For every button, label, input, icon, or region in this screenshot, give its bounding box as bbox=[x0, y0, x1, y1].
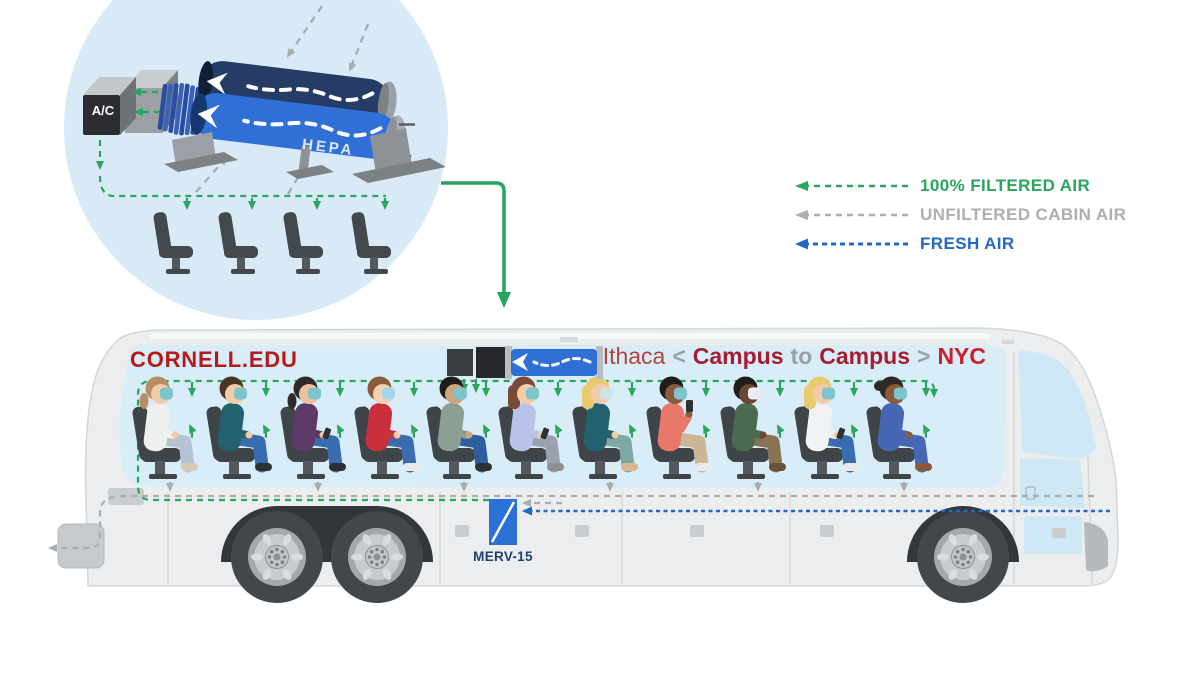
inset-supply-duct bbox=[96, 140, 389, 210]
legend-label-unfiltered-air: UNFILTERED CABIN AIR bbox=[920, 205, 1127, 224]
fresh-air-arrow-icon bbox=[795, 238, 908, 250]
bay-handles bbox=[108, 488, 1066, 538]
inset-seat bbox=[218, 212, 258, 274]
wheel bbox=[231, 511, 323, 603]
legend: 100% FILTERED AIR UNFILTERED CABIN AIR F… bbox=[792, 176, 1126, 254]
passenger-seat-group bbox=[426, 376, 492, 479]
door-handle bbox=[1025, 486, 1036, 500]
passenger-seat-group bbox=[498, 376, 564, 479]
door-window bbox=[1020, 458, 1085, 508]
route-separator-left: < bbox=[672, 343, 686, 369]
legend-label-filtered-air: 100% FILTERED AIR bbox=[920, 176, 1091, 195]
route-origin: Ithaca bbox=[602, 343, 666, 369]
passenger-seat-group bbox=[354, 376, 420, 479]
ac-unit-label: A/C bbox=[91, 103, 115, 118]
front-skirt bbox=[1084, 522, 1108, 572]
route-campus-right: Campus bbox=[819, 343, 910, 369]
merv-filter-label: MERV-15 bbox=[473, 549, 533, 564]
merv-filter bbox=[489, 499, 517, 545]
ac-unit bbox=[83, 77, 136, 135]
route-separator-right: > bbox=[917, 343, 931, 369]
inset-seat bbox=[283, 212, 323, 274]
passenger-seat-group bbox=[280, 376, 346, 479]
roof-vent bbox=[560, 337, 578, 342]
inset-seats bbox=[153, 212, 391, 274]
unfiltered-air-arrow-icon bbox=[795, 210, 908, 220]
bus-brand-text: CORNELL.EDU bbox=[130, 347, 298, 372]
bus bbox=[48, 327, 1119, 603]
inset-seat bbox=[351, 212, 391, 274]
windshield bbox=[1018, 350, 1096, 459]
air-system-inset bbox=[64, 0, 448, 320]
hepa-cylinder bbox=[190, 93, 416, 162]
passenger-rows bbox=[132, 376, 932, 479]
passenger-seat-group bbox=[572, 376, 638, 479]
passenger-seat-group bbox=[794, 376, 860, 479]
underfloor-ducts bbox=[48, 482, 1110, 552]
route-banner: Ithaca < Campus to Campus > NYC bbox=[603, 343, 986, 370]
legend-item-fresh-air: FRESH AIR bbox=[792, 234, 1126, 254]
inset-seat bbox=[153, 212, 193, 274]
rear-bumper bbox=[57, 523, 105, 569]
legend-item-unfiltered-air: UNFILTERED CABIN AIR bbox=[792, 205, 1126, 225]
passenger-seat-group bbox=[206, 376, 272, 479]
legend-label-fresh-air: FRESH AIR bbox=[920, 234, 1015, 253]
wheel bbox=[331, 511, 423, 603]
route-destination: NYC bbox=[937, 343, 986, 369]
route-campus-left: Campus bbox=[692, 343, 784, 369]
roof-highlight bbox=[150, 333, 990, 339]
passenger-seat-group bbox=[866, 376, 932, 479]
filter-stands bbox=[164, 128, 446, 183]
roof-filter-unit bbox=[447, 346, 603, 379]
inset-to-bus-connector-arrow bbox=[441, 181, 511, 308]
passenger-seat-group bbox=[720, 376, 786, 479]
filtered-air-arrow-icon bbox=[795, 181, 908, 191]
legend-item-filtered-air: 100% FILTERED AIR bbox=[792, 176, 1126, 196]
passenger-seat-group bbox=[646, 376, 712, 479]
wheels bbox=[231, 511, 1009, 603]
luggage-bay-seams bbox=[167, 492, 791, 584]
passenger-seat-group bbox=[132, 376, 198, 479]
wheel bbox=[917, 511, 1009, 603]
roof-vent-front bbox=[1002, 340, 1014, 344]
inset-filtered-to-ac bbox=[132, 88, 160, 116]
route-connector: to bbox=[790, 343, 813, 369]
